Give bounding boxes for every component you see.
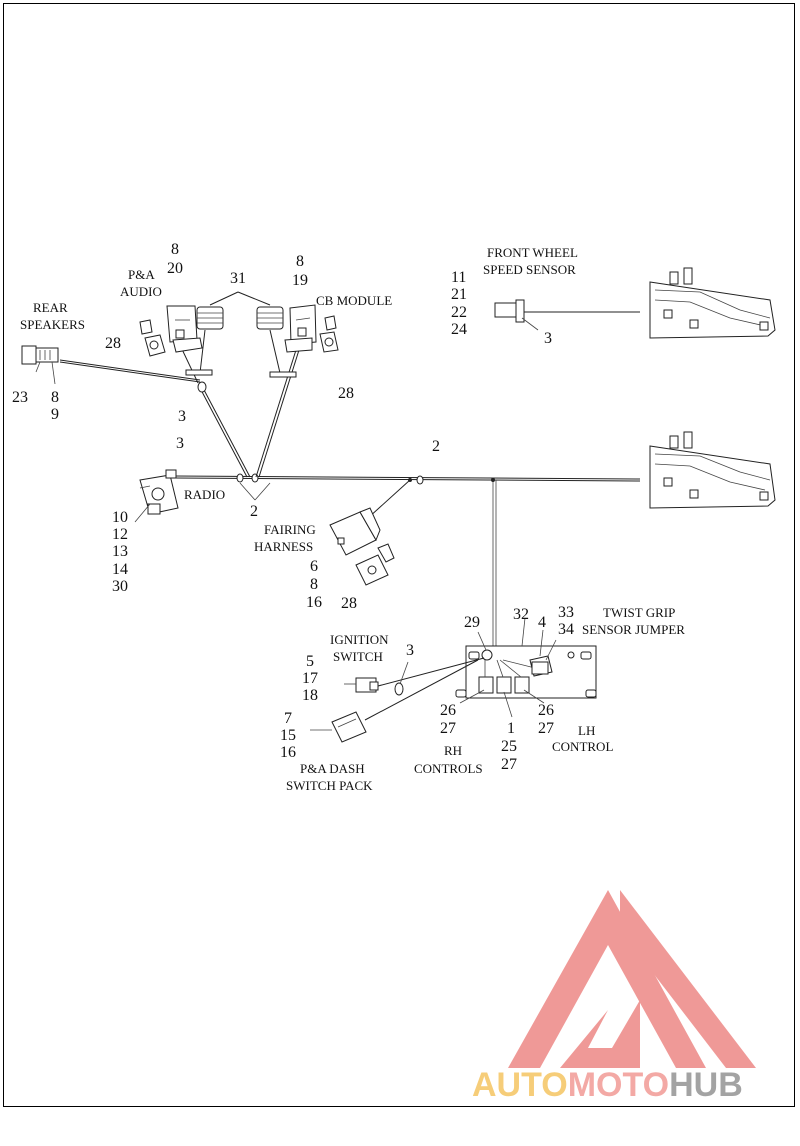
num-rh-26a: 26: [440, 702, 456, 719]
label-lh: LH: [578, 723, 595, 738]
num-radio-30: 30: [112, 578, 128, 595]
num-rear-9: 9: [51, 406, 59, 423]
label-fairing: FAIRING: [264, 522, 316, 537]
num-rh-27c: 27: [538, 720, 554, 737]
num-31: 31: [230, 270, 246, 287]
watermark-auto: AUTO: [472, 1066, 568, 1104]
num-fw-11: 11: [451, 269, 466, 286]
cb-module-connector: [284, 304, 317, 353]
label-front-wheel: FRONT WHEEL: [487, 245, 578, 260]
num-rh-25: 25: [501, 738, 517, 755]
num-junction-2: 2: [432, 438, 440, 455]
num-cb-8: 8: [296, 253, 304, 270]
num-dash-16: 16: [280, 744, 296, 761]
num-ign-18: 18: [302, 687, 318, 704]
num-twist-34: 34: [558, 621, 574, 638]
num-rh-27b: 27: [501, 756, 517, 773]
num-fw-3: 3: [544, 330, 552, 347]
num-clip-3a: 3: [178, 408, 186, 425]
fairing-harness-connector: [329, 507, 381, 556]
num-pa-28: 28: [105, 335, 121, 352]
watermark-logo: AUTOMOTOHUB: [472, 890, 756, 1104]
num-radio-13: 13: [112, 543, 128, 560]
label-speakers: SPEAKERS: [20, 317, 85, 332]
num-fw-22: 22: [451, 304, 467, 321]
watermark-moto: MOTO: [568, 1066, 669, 1104]
label-audio: AUDIO: [120, 284, 162, 299]
label-pa: P&A: [128, 267, 155, 282]
num-rh-1: 1: [507, 720, 515, 737]
label-cb-module: CB MODULE: [316, 293, 392, 308]
dash-switch-pack-connector: [310, 711, 367, 743]
num-fw-24: 24: [451, 321, 467, 338]
num-dash-7: 7: [284, 710, 292, 727]
num-fairing-6: 6: [310, 558, 318, 575]
num-cb-19: 19: [292, 272, 308, 289]
num-fairing-8: 8: [310, 576, 318, 593]
num-radio-3: 3: [176, 435, 184, 452]
callout-numbers: 8 20 31 8 19 11 21 22 24 3 23 8 9 28 28 …: [12, 241, 574, 773]
label-twist-grip: TWIST GRIP: [603, 605, 675, 620]
num-twist-33: 33: [558, 604, 574, 621]
clip-28-fairing: [355, 543, 395, 586]
num-bracket-32: 32: [513, 606, 529, 623]
component-labels: FRONT WHEEL SPEED SENSOR P&A AUDIO CB MO…: [20, 245, 685, 793]
num-dash-15: 15: [280, 727, 296, 744]
num-pa-20: 20: [167, 260, 183, 277]
num-pa-8: 8: [171, 241, 179, 258]
ignition-switch-connector: [344, 677, 379, 693]
label-switch-pack: SWITCH PACK: [286, 778, 373, 793]
num-fairing-16: 16: [306, 594, 322, 611]
ignition-dash-leads: [364, 657, 485, 721]
num-bracket-4: 4: [538, 614, 546, 631]
num-radio-12: 12: [112, 526, 128, 543]
clip-28-cb: [319, 315, 339, 353]
upper-branches: [59, 329, 300, 501]
label-pa-dash: P&A DASH: [300, 761, 365, 776]
num-radio-2: 2: [250, 503, 258, 520]
label-harness: HARNESS: [254, 539, 313, 554]
clip-28-audio: [139, 319, 166, 357]
pa-audio-connector: [166, 305, 203, 353]
fork-lower: [649, 431, 776, 509]
label-rh: RH: [444, 743, 462, 758]
num-cb-28: 28: [338, 385, 354, 402]
label-controls: CONTROLS: [414, 761, 483, 776]
num-radio-10: 10: [112, 509, 128, 526]
num-ign-3: 3: [406, 642, 414, 659]
diagram-frame: [3, 3, 795, 1107]
label-sensor-jumper: SENSOR JUMPER: [582, 622, 685, 637]
num-fw-21: 21: [451, 286, 467, 303]
front-wheel-sensor: [494, 299, 640, 331]
watermark-hub: HUB: [669, 1066, 743, 1104]
fork-upper: [649, 267, 776, 339]
label-radio: RADIO: [184, 487, 225, 502]
label-control: CONTROL: [552, 739, 613, 754]
num-bracket-29: 29: [464, 614, 480, 631]
num-ign-17: 17: [302, 670, 318, 687]
rear-speaker-connector: [21, 345, 59, 385]
num-rh-27a: 27: [440, 720, 456, 737]
num-rear-23: 23: [12, 389, 28, 406]
label-switch: SWITCH: [333, 649, 383, 664]
round-connectors-31: [196, 291, 284, 330]
label-ignition: IGNITION: [330, 632, 389, 647]
radio-connector: [134, 469, 179, 523]
svg-text:AUTOMOTOHUB: AUTOMOTOHUB: [472, 1066, 743, 1104]
handlebar-bracket: [455, 617, 597, 718]
num-ign-5: 5: [306, 653, 314, 670]
num-fairing-28: 28: [341, 595, 357, 612]
num-rear-8: 8: [51, 389, 59, 406]
num-rh-26b: 26: [538, 702, 554, 719]
twist-grip-connector: [531, 661, 549, 675]
num-radio-14: 14: [112, 561, 128, 578]
label-speed-sensor: SPEED SENSOR: [483, 262, 576, 277]
label-rear: REAR: [33, 300, 68, 315]
